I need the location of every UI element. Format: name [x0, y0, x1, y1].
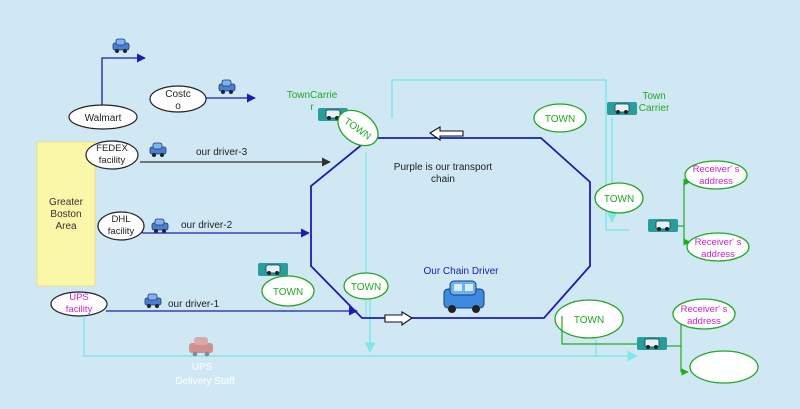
ups-delivery-label-line-2: Delivery Staff	[175, 376, 235, 387]
town-node-bottom-right: TOWN	[554, 299, 624, 339]
town-node-center-bottom: TOWN	[343, 272, 389, 300]
chain-note-line-1: Purple is our transport	[394, 162, 493, 173]
receiver-node-2: Receiver' s address	[686, 232, 750, 262]
costco-truck-icon	[218, 79, 236, 95]
receiver-node-4	[689, 350, 759, 384]
town-truck-bottom-icon	[636, 336, 668, 351]
town-carrier-right-line-1: Town	[642, 91, 665, 102]
ups-node: UPS facility	[50, 291, 108, 317]
town-label-center-bottom: TOWN	[351, 282, 381, 293]
dhl-truck-icon	[151, 218, 169, 234]
town-node-top-left: TOWN	[337, 109, 379, 147]
walmart-truck-icon	[112, 38, 130, 54]
town-label-right: TOWN	[604, 194, 634, 205]
driver-3-label: our driver-3	[196, 147, 248, 158]
town-node-left: TOWN	[261, 275, 315, 307]
region-label-line-3: Area	[55, 221, 77, 232]
town-label-bottom-right: TOWN	[574, 315, 604, 326]
receiver-connections	[561, 178, 691, 376]
fedex-label-line-1: FEDEX	[96, 143, 128, 154]
town-truck-right-icon	[647, 218, 679, 233]
chain-note-line-2: chain	[431, 174, 455, 185]
receiver-1-line-1: Receiver' s	[693, 164, 740, 175]
ups-label-line-1: UPS	[69, 292, 89, 303]
region-label-line-2: Boston	[50, 209, 81, 220]
receiver-1-line-2: address	[699, 176, 733, 187]
dhl-label-line-2: facility	[108, 226, 135, 237]
town-label-top-right: TOWN	[545, 114, 575, 125]
walmart-label: Walmart	[85, 113, 122, 124]
ups-delivery-label-line-1: UPS	[192, 362, 213, 373]
ups-delivery-route: UPS Delivery Staff	[83, 316, 639, 387]
transport-chain	[310, 137, 591, 319]
town-carrier-right-line-2: Carrier	[639, 103, 670, 114]
receiver-2-line-2: address	[701, 249, 735, 260]
driver-2-label: our driver-2	[181, 220, 233, 231]
town-node-right: TOWN	[594, 182, 644, 214]
receiver-2-line-1: Receiver' s	[695, 237, 742, 248]
costco-node: Costc o	[149, 85, 207, 113]
town-carrier-left-line-2: r	[310, 102, 314, 113]
walmart-node: Walmart	[68, 104, 138, 130]
receiver-node-3: Receiver' s address	[672, 298, 736, 330]
town-carrier-right-truck-icon	[606, 101, 638, 116]
chain-driver-car-icon	[443, 280, 485, 313]
costco-label-line-1: Costc	[165, 89, 191, 100]
dhl-label-line-1: DHL	[111, 214, 130, 225]
dhl-node: DHL facility	[97, 211, 145, 241]
chain-arrow-top	[428, 126, 464, 142]
ups-truck-icon	[144, 293, 162, 309]
ups-delivery-car-icon	[189, 337, 213, 357]
receiver-3-line-2: address	[687, 316, 721, 327]
town-truck-left-icon	[257, 262, 289, 277]
costco-label-line-2: o	[175, 101, 181, 112]
region-greater-boston: Greater Boston Area	[36, 141, 96, 287]
town-label-left: TOWN	[273, 287, 303, 298]
walmart-arrow	[101, 53, 146, 107]
chain-driver-label: Our Chain Driver	[423, 266, 499, 277]
fedex-label-line-2: facility	[99, 155, 126, 166]
ups-label-line-2: facility	[66, 304, 93, 315]
driver-arrows: our driver-3 our driver-2 our driver-1	[106, 147, 358, 316]
region-label-line-1: Greater	[49, 197, 84, 208]
receiver-3-line-1: Receiver' s	[681, 304, 728, 315]
fedex-truck-icon	[149, 142, 167, 158]
chain-arrow-bottom	[384, 311, 414, 327]
source-arrows	[101, 53, 256, 107]
town-node-top-right: TOWN	[533, 103, 587, 133]
driver-1-label: our driver-1	[168, 299, 220, 310]
receiver-node-1: Receiver' s address	[684, 160, 748, 190]
fedex-node: FEDEX facility	[85, 140, 139, 170]
town-carrier-left-line-1: TownCarrie	[287, 90, 338, 101]
